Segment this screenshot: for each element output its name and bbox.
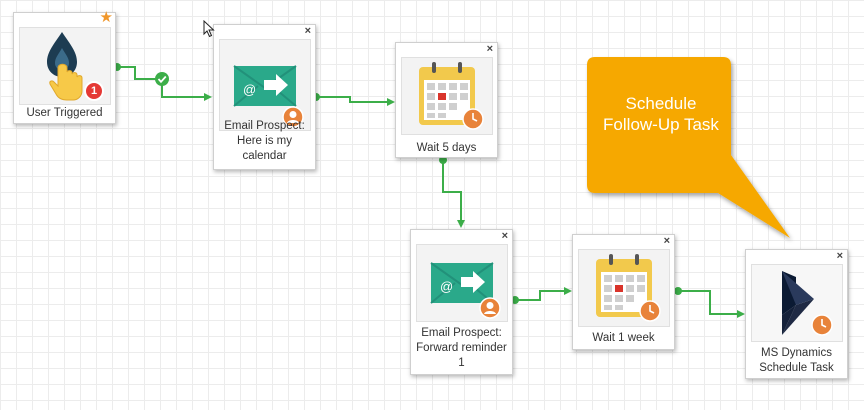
ms-dynamics-logo-icon [782, 271, 833, 336]
callout-bubble [587, 57, 790, 238]
svg-text:@: @ [243, 82, 256, 97]
output-port[interactable] [511, 296, 519, 304]
node-wait-5-days[interactable]: × Wait 5 days [395, 42, 498, 158]
close-icon[interactable]: × [304, 25, 311, 37]
node-tile: 1 [19, 27, 111, 105]
callout-text: Schedule Follow-Up Task [603, 94, 719, 134]
connector-email1-to-wait5[interactable] [316, 96, 395, 106]
output-port[interactable] [674, 287, 682, 295]
condition-check-icon[interactable] [155, 72, 169, 86]
connector-waitweek-to-dynamics[interactable] [678, 290, 745, 318]
node-tile [578, 249, 670, 327]
node-email-prospect-calendar[interactable]: × @ Email Prospect: Here is my calendar [213, 24, 316, 170]
node-label: User Triggered [26, 107, 103, 119]
close-icon[interactable]: × [836, 250, 843, 262]
node-tile: @ [416, 244, 508, 322]
output-port[interactable] [439, 156, 447, 164]
contact-avatar-icon [282, 106, 304, 128]
svg-text:@: @ [440, 279, 453, 294]
touch-trigger-icon [47, 32, 83, 101]
star-icon[interactable]: ★ [99, 9, 113, 26]
notification-badge: 1 [84, 81, 104, 101]
node-label: MS Dynamics Schedule Task [759, 347, 834, 374]
node-tile [401, 57, 493, 135]
node-email-prospect-forward-reminder[interactable]: × @ Email Prospect: Forward reminder 1 [410, 229, 513, 375]
node-tile [751, 264, 843, 342]
connector-email2-to-waitweek[interactable] [515, 287, 572, 301]
calendar-clock-icon [596, 254, 661, 322]
node-label: Email Prospect: Here is my calendar [224, 120, 305, 162]
contact-avatar-icon [479, 297, 501, 319]
email-send-icon: @ [430, 262, 494, 304]
mouse-cursor-icon [203, 20, 215, 38]
node-label: Wait 1 week [592, 332, 655, 344]
node-ms-dynamics-schedule-task[interactable]: × MS Dynamics Schedule Task [745, 249, 848, 379]
node-label: Wait 5 days [416, 142, 477, 154]
node-wait-1-week[interactable]: × Wait 1 week [572, 234, 675, 350]
close-icon[interactable]: × [486, 43, 493, 55]
node-tile: @ [219, 39, 311, 131]
email-send-icon: @ [233, 65, 297, 107]
connector-wait5-to-email2[interactable] [442, 160, 465, 228]
calendar-clock-icon [419, 62, 484, 130]
close-icon[interactable]: × [663, 235, 670, 247]
node-label: Email Prospect: Forward reminder 1 [416, 327, 507, 369]
node-user-triggered[interactable]: ★ 1 User Triggered [13, 9, 116, 124]
close-icon[interactable]: × [501, 230, 508, 242]
